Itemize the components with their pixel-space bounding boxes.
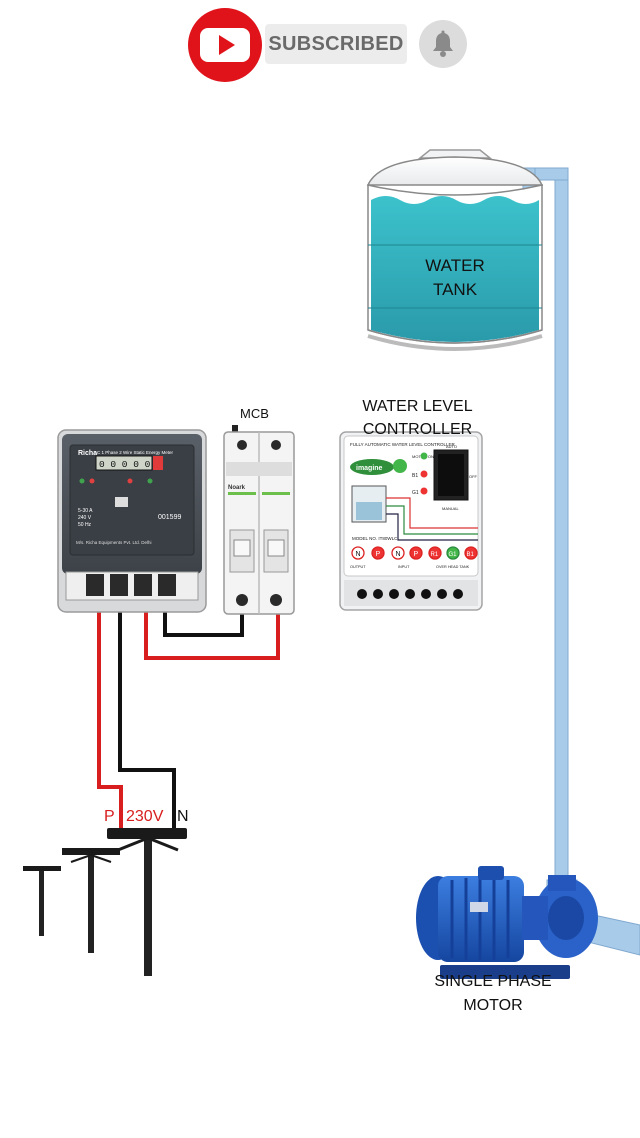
pump-motor (416, 866, 598, 979)
wiring (97, 590, 280, 828)
voltage-label: 230V (126, 808, 164, 825)
svg-text:OVER HEAD TANK: OVER HEAD TANK (436, 565, 470, 569)
svg-text:N: N (356, 551, 361, 558)
meter-title: AC 1 Phase 2 Wire Static Energy Meter (94, 450, 174, 455)
meter-brand: Richa (78, 450, 97, 457)
neutral-wire-supply (118, 590, 176, 828)
water-tank (366, 149, 544, 351)
controller-off: OFF (469, 474, 478, 479)
phase-label: P (104, 808, 115, 825)
water-tank-label: WATER TANK (395, 254, 515, 302)
controller-terminals: N P N P R1 G1 B1 (351, 546, 478, 560)
phase-wire-mcb (144, 590, 280, 660)
controller-manual: MANUAL (442, 506, 459, 511)
mcb-label: MCB (240, 406, 269, 421)
controller-auto: AUTO (446, 444, 457, 449)
controller-model: MODEL NO. IT80WLC (352, 536, 398, 541)
neutral-label: N (177, 808, 189, 825)
water-tank-label-line2: TANK (432, 280, 478, 299)
controller-brand: imagine (356, 465, 383, 472)
svg-text:R1: R1 (431, 552, 439, 558)
svg-text:G1: G1 (449, 552, 458, 558)
meter-rating: 5-30 A (78, 508, 93, 514)
energy-meter: Richa AC 1 Phase 2 Wire Static Energy Me… (57, 429, 207, 613)
controller-label-line1: WATER LEVEL (362, 398, 473, 415)
water-tank-label-line1: WATER (425, 256, 485, 275)
phase-wire-supply (97, 590, 123, 828)
controller-g1-led: G1 (412, 490, 419, 496)
electric-poles (23, 828, 187, 976)
svg-text:B1: B1 (467, 552, 475, 558)
subscribed-button[interactable]: SUBSCRIBED (265, 24, 407, 64)
youtube-logo-button[interactable] (188, 8, 262, 82)
motor-label: SINGLE PHASE MOTOR (418, 970, 568, 1018)
controller-title: FULLY AUTOMATIC WATER LEVEL CONTROLLER (350, 442, 456, 447)
controller-b1-led: B1 (412, 473, 418, 479)
svg-text:INPUT: INPUT (398, 565, 410, 569)
water-level-controller: FULLY AUTOMATIC WATER LEVEL CONTROLLER i… (339, 431, 483, 611)
meter-voltage: 240 V (78, 515, 92, 521)
svg-text:N: N (396, 551, 401, 558)
svg-text:OUTPUT: OUTPUT (350, 565, 366, 569)
meter-serial: 001599 (158, 514, 181, 521)
motor-label-line2: MOTOR (463, 997, 523, 1014)
meter-reading: 0 0 0 0 0 0 (99, 459, 162, 470)
controller-label: WATER LEVEL CONTROLLER (345, 395, 490, 441)
svg-text:P: P (376, 551, 381, 558)
meter-maker: M/s. Richa Equipments Pvt. Ltd. Delhi (76, 540, 152, 545)
motor-label-line1: SINGLE PHASE (434, 973, 552, 990)
svg-text:P: P (414, 551, 419, 558)
controller-label-line2: CONTROLLER (362, 421, 473, 438)
meter-frequency: 50 Hz (78, 522, 92, 528)
youtube-play-icon (200, 28, 250, 62)
notification-bell-button[interactable] (419, 20, 467, 68)
bell-icon (433, 30, 453, 57)
mcb-brand: Noark (228, 485, 246, 491)
mcb-device: Noark (223, 425, 295, 615)
